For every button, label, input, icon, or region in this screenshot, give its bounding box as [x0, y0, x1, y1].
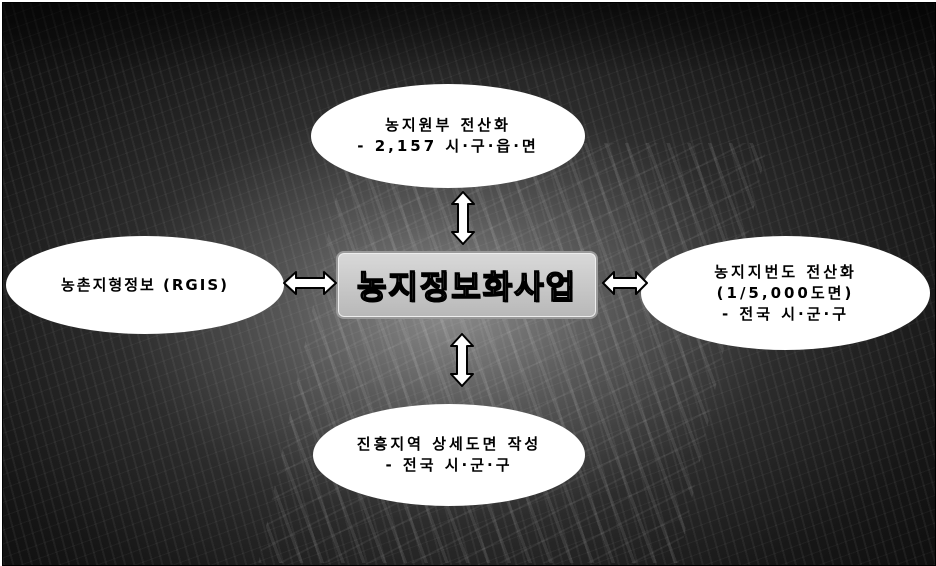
- node-promotion-area-map-title: 진흥지역 상세도면 작성: [356, 435, 542, 453]
- double-arrow-horizontal-icon: [602, 271, 648, 295]
- node-farmland-lot-map-detail: - 전국 시·군·구: [721, 304, 850, 323]
- node-promotion-area-map-detail: - 전국 시·군·구: [385, 456, 513, 474]
- node-farmland-register-title: 농지원부 전산화: [385, 116, 511, 134]
- double-arrow-vertical-icon: [450, 333, 474, 387]
- node-rural-geo-info-title: 농촌지형정보 (RGIS): [61, 275, 229, 294]
- double-arrow-horizontal-icon: [283, 271, 337, 295]
- center-project-title: 농지정보화사업: [356, 267, 578, 307]
- node-rural-geo-info: 농촌지형정보 (RGIS): [6, 236, 284, 334]
- node-farmland-register: 농지원부 전산화 - 2,157 시·구·읍·면: [311, 84, 585, 188]
- node-farmland-register-detail: - 2,157 시·구·읍·면: [357, 137, 539, 155]
- node-farmland-lot-map-scale: (1/5,000도면): [716, 283, 855, 302]
- center-project-box: 농지정보화사업: [336, 251, 598, 319]
- double-arrow-vertical-icon: [451, 191, 475, 245]
- node-farmland-lot-map-title: 농지지번도 전산화: [714, 262, 857, 281]
- node-farmland-lot-map: 농지지번도 전산화 (1/5,000도면) - 전국 시·군·구: [641, 236, 930, 350]
- node-promotion-area-map: 진흥지역 상세도면 작성 - 전국 시·군·구: [313, 404, 585, 506]
